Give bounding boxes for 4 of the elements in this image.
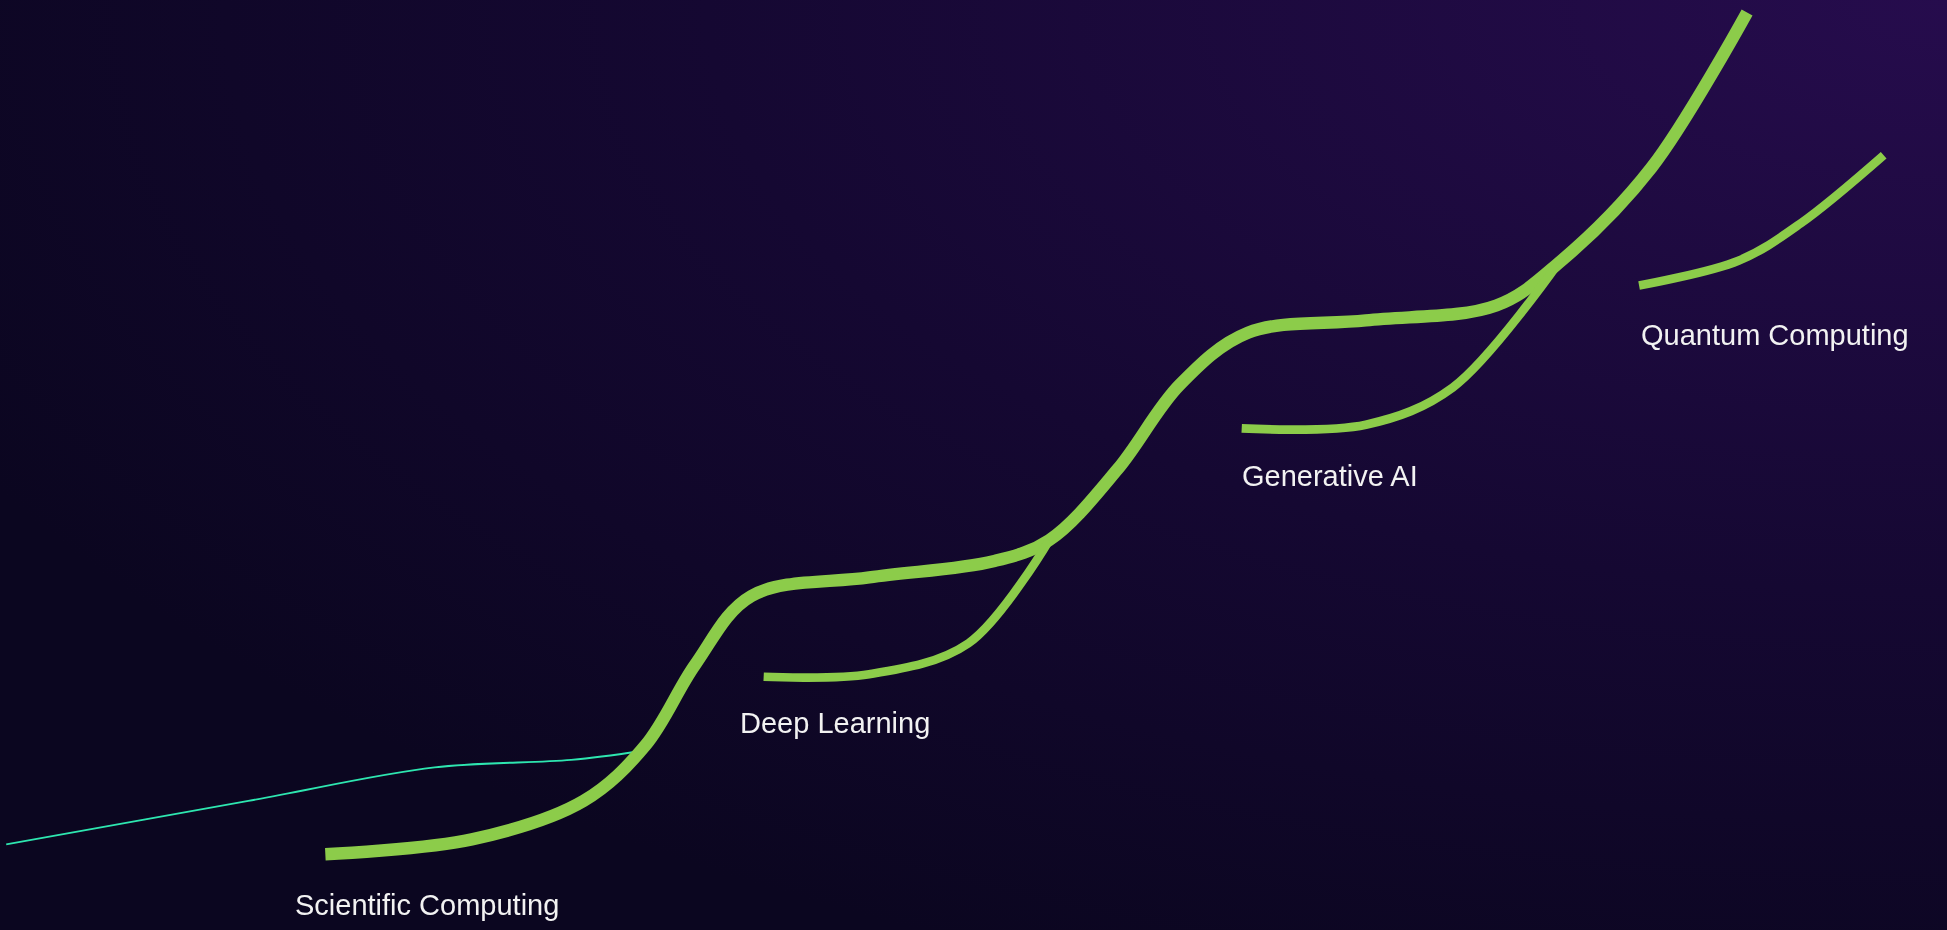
stage-label: Scientific Computing xyxy=(295,888,560,922)
stage-label: Quantum Computing xyxy=(1641,318,1909,352)
stage-label: Deep Learning xyxy=(740,706,931,740)
stage-label: Generative AI xyxy=(1242,459,1418,493)
